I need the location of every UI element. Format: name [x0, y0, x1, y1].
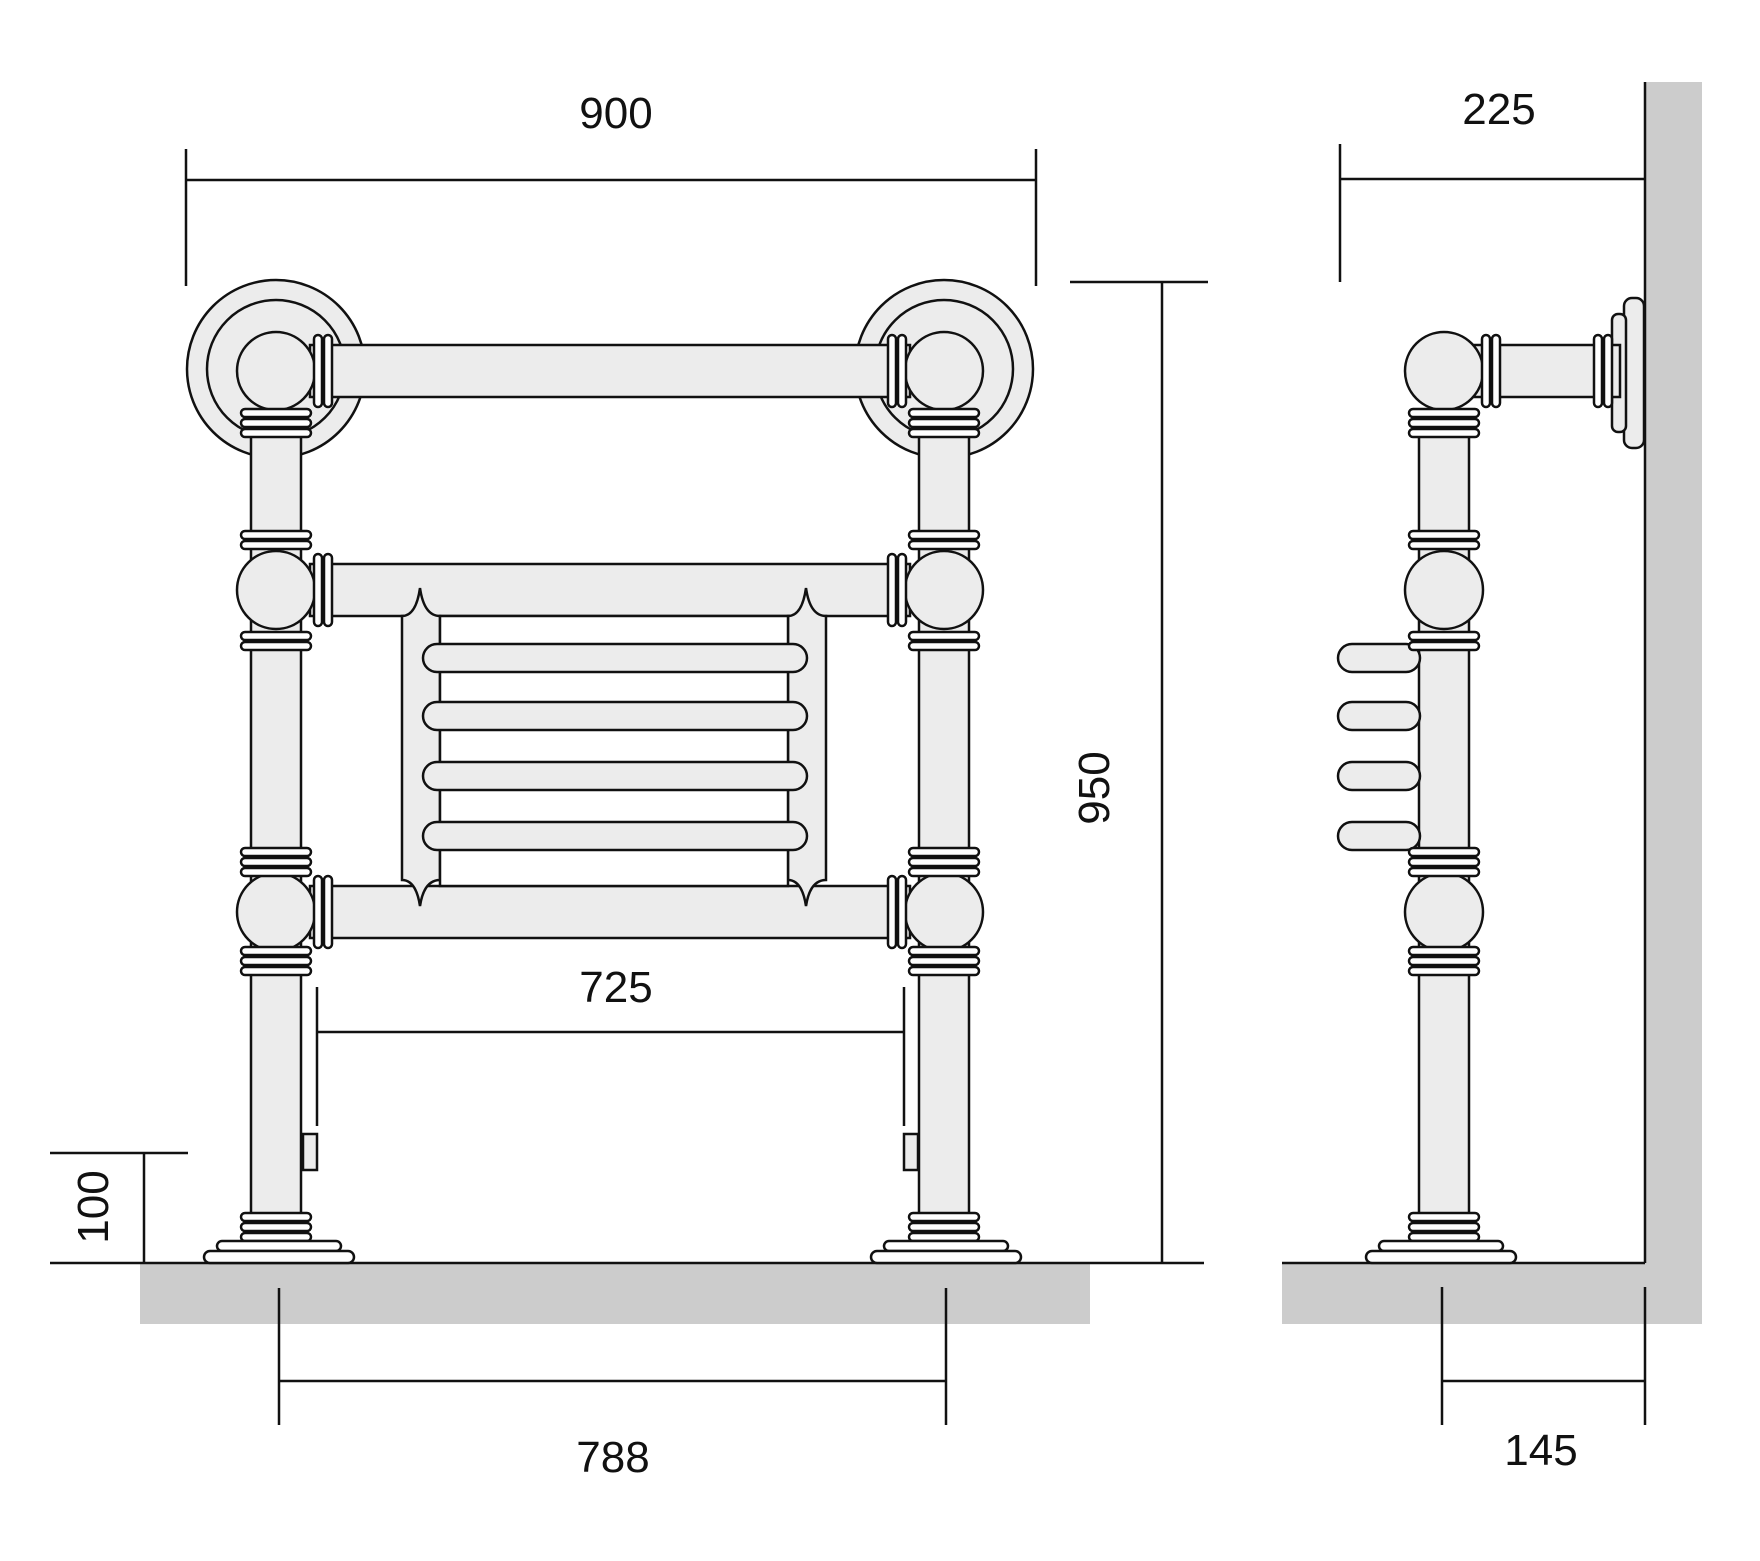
side-ball-top	[1403, 330, 1485, 412]
label-overall-height: 950	[1070, 751, 1119, 824]
radiator-panel	[400, 587, 828, 907]
label-foot-centers: 788	[576, 1433, 649, 1482]
front-view-radiator	[185, 278, 1035, 1265]
right-foot	[869, 1239, 1023, 1265]
right-ball-top	[903, 330, 985, 412]
dim-line-wall-to-foot	[1440, 1287, 1647, 1425]
front-floor	[50, 1261, 1204, 1324]
dim-line-rail-span	[315, 987, 906, 1126]
dim-line-floor-clearance	[50, 1151, 188, 1263]
dim-line-depth	[1338, 144, 1645, 282]
dim-line-overall-height	[1070, 280, 1208, 1263]
side-panel-bars	[1336, 642, 1422, 852]
middle-rail	[308, 562, 912, 618]
label-wall-to-foot: 145	[1504, 1426, 1577, 1475]
left-foot	[202, 1239, 356, 1265]
side-view-radiator	[1336, 296, 1646, 1265]
left-ball-middle	[235, 549, 317, 631]
left-valve	[301, 1132, 319, 1172]
side-floor-and-wall	[1282, 82, 1702, 1324]
label-depth: 225	[1462, 85, 1535, 134]
left-ball-top	[235, 330, 317, 412]
right-ball-middle	[903, 549, 985, 631]
dim-line-overall-width	[184, 149, 1038, 286]
side-foot	[1364, 1239, 1518, 1265]
side-ball-lower	[1403, 871, 1485, 953]
label-rail-span: 725	[579, 963, 652, 1012]
right-valve	[902, 1132, 920, 1172]
lower-rail	[308, 884, 912, 940]
side-ball-middle	[1403, 549, 1485, 631]
label-floor-clearance: 100	[69, 1170, 118, 1243]
dim-line-foot-centers	[277, 1288, 948, 1425]
left-ball-lower	[235, 871, 317, 953]
label-overall-width: 900	[579, 89, 652, 138]
top-rail	[308, 343, 912, 399]
right-ball-lower	[903, 871, 985, 953]
